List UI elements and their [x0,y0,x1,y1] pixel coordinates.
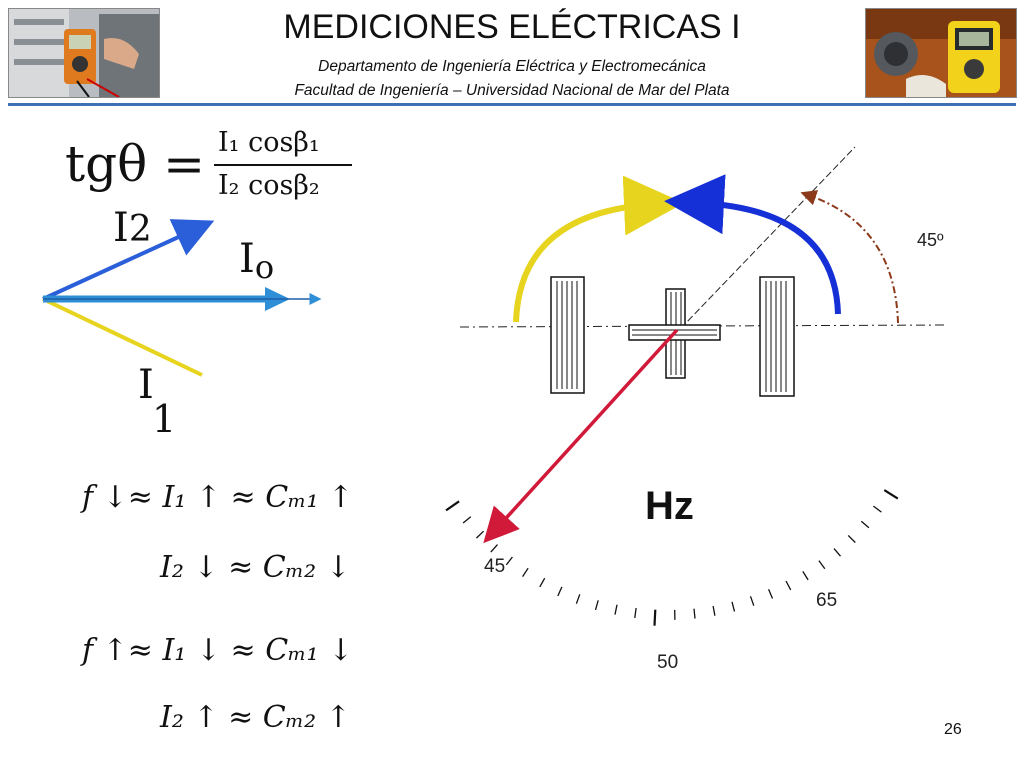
scale-label-max: 65 [816,590,838,611]
i2-label: I2 [113,205,152,251]
scale-tick [833,548,841,557]
scale-tick [883,489,899,500]
scale-tick [802,571,809,581]
scale-tick [785,580,792,591]
instrument-pointer [483,328,679,544]
frequency-scale-ticks [445,489,899,626]
multimeter-photo-left [8,8,160,98]
scale-tick [594,600,599,611]
scale-tick [653,609,657,626]
scale-tick [475,530,485,539]
fraction-bar [214,164,352,166]
multimeter-photo-right [865,8,1017,98]
45-degree-axis [659,146,856,351]
equation-case2-line1: f ↑≈ I₁ ↓ ≈ Cₘ₁ ↓ [82,633,354,668]
scale-tick [462,516,472,524]
unit-label: Hz [645,484,694,528]
scale-tick [634,607,637,618]
department-subtitle: Departamento de Ingeniería Eléctrica y E… [318,58,706,75]
yellow-coil-current-arc [513,175,684,323]
scale-tick [712,605,716,616]
horizontal-reference-axis [459,324,949,328]
tangent-formula-lhs: tgθ = [65,135,205,193]
scale-tick [731,601,736,612]
i1-phasor [42,297,203,377]
scale-tick [539,577,546,588]
equation-case1-line1: f ↓≈ I₁ ↑ ≈ Cₘ₁ ↑ [82,480,354,515]
io-label: Io [239,236,275,286]
angle-label: 45º [917,230,944,250]
scale-tick [749,596,755,606]
scale-tick [505,556,513,566]
formula-numerator: I₁ cosβ₁ [218,127,320,158]
scale-tick [445,500,460,512]
scale-tick [693,608,696,619]
blue-coil-current-arc [664,174,841,315]
scale-tick [557,586,563,597]
left-coil [550,276,585,394]
page-title: MEDICIONES ELÉCTRICAS I [283,8,741,46]
scale-tick [860,520,870,529]
scale-tick [873,505,882,513]
scale-tick [818,560,826,570]
scale-tick [490,544,498,553]
scale-label-min: 45 [484,556,506,577]
equation-case2-line2: I₂ ↑ ≈ Cₘ₂ ↑ [160,700,351,735]
i2-phasor [42,219,215,301]
formula-denominator: I₂ cosβ₂ [218,170,320,201]
scale-tick [614,604,618,615]
scale-tick [847,534,856,543]
scale-tick [575,594,581,604]
scale-tick [768,589,774,599]
equation-case1-line2: I₂ ↓ ≈ Cₘ₂ ↓ [160,550,351,585]
right-coil [759,276,795,397]
faculty-subtitle: Facultad de Ingeniería – Universidad Nac… [294,82,730,99]
page-number: 26 [944,721,962,738]
angle-arc [800,190,899,324]
scale-label-mid: 50 [657,652,679,673]
scale-tick [522,567,529,577]
header-divider [8,103,1016,106]
